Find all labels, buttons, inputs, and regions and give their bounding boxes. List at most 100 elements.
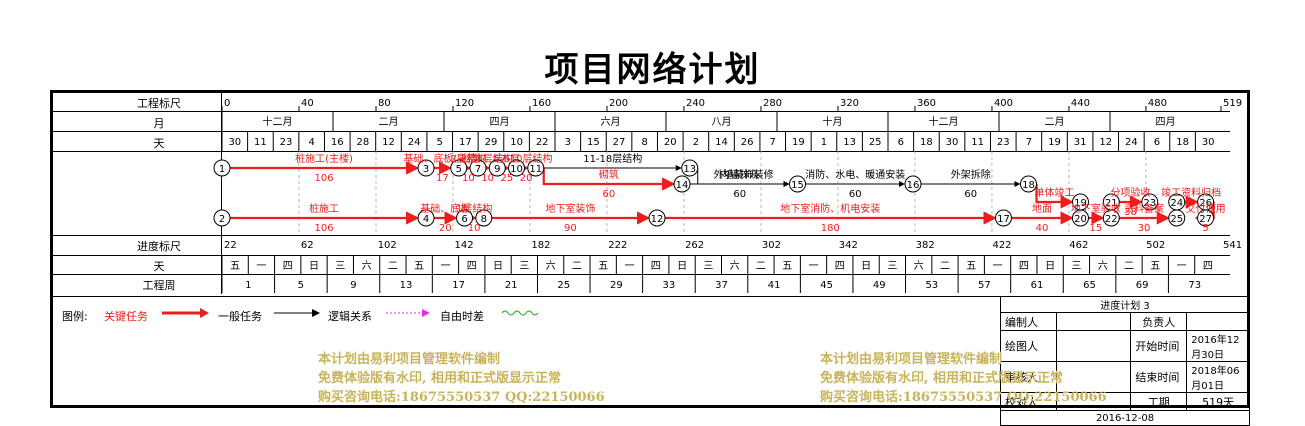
day-label: 3 <box>565 137 571 148</box>
day-label: 6 <box>898 137 904 148</box>
legend-general-arrow <box>274 309 320 317</box>
legend-logic-label: 逻辑关系 <box>328 310 372 323</box>
node-label: 24 <box>1170 198 1183 209</box>
task-duration: 25 <box>501 173 514 184</box>
month-label: 十月 <box>823 115 843 128</box>
node-circle <box>488 159 506 177</box>
day-label: 24 <box>1125 137 1138 148</box>
scale-tick-label: 280 <box>763 98 782 109</box>
weekday-label: 二 <box>756 261 766 272</box>
week-label: 37 <box>715 280 728 291</box>
day-label: 24 <box>408 137 421 148</box>
node-circle <box>213 209 231 227</box>
weekday-label: 五 <box>230 261 240 272</box>
day-label: 4 <box>308 137 314 148</box>
scale-row-label: 工程标尺 <box>137 97 181 110</box>
week-label: 61 <box>1031 280 1044 291</box>
node-circle <box>1071 209 1089 227</box>
week-label: 21 <box>505 280 518 291</box>
weekday-label: 四 <box>283 261 293 272</box>
watermark-line-2b: 免费体验版有水印, 相用和正式版显示正常 <box>820 371 1064 386</box>
day-label: 2 <box>693 137 699 148</box>
weekday-label: 日 <box>309 261 319 272</box>
legend-float-wave <box>501 310 539 316</box>
week-label: 45 <box>820 280 833 291</box>
day-label: 29 <box>485 137 498 148</box>
legend-divider <box>53 296 1001 297</box>
task-name: 7-10层结构 <box>500 152 553 165</box>
node-label: 27 <box>1199 214 1212 225</box>
node-label: 15 <box>791 180 804 191</box>
day-label: 30 <box>946 137 959 148</box>
node-label: 16 <box>907 180 920 191</box>
node-label: 23 <box>1143 198 1156 209</box>
node-label: 6 <box>461 214 467 225</box>
day-label: 18 <box>920 137 933 148</box>
node-label: 26 <box>1199 198 1212 209</box>
week-label: 25 <box>557 280 570 291</box>
task-name: 标准层结构 <box>463 152 513 165</box>
progress-tick-label: 102 <box>378 240 397 251</box>
weekday-label: 五 <box>782 261 792 272</box>
progress-tick-label: 22 <box>224 240 237 251</box>
weekday-label: 五 <box>414 261 424 272</box>
scale-tick-label: 320 <box>840 98 859 109</box>
node-label: 19 <box>1074 198 1087 209</box>
node-label: 17 <box>997 214 1010 225</box>
plan-date: 2016-12-08 <box>1000 410 1250 426</box>
task-name: 外墙装饰装修 <box>714 168 774 181</box>
weekday-label: 四 <box>467 261 477 272</box>
week-label: 49 <box>873 280 886 291</box>
month-label: 八月 <box>712 116 732 128</box>
day-label: 27 <box>613 137 626 148</box>
node-label: 20 <box>1074 214 1087 225</box>
task-duration: 60 <box>964 189 977 200</box>
progress-tick-label: 262 <box>685 240 704 251</box>
day-label: 30 <box>228 137 241 148</box>
node-label: 22 <box>1105 214 1118 225</box>
day-label: 7 <box>770 137 776 148</box>
node-circle <box>789 175 807 193</box>
day-label: 12 <box>1099 137 1112 148</box>
node-label: 10 <box>510 164 523 175</box>
node-label: 5 <box>456 164 462 175</box>
task-name: 基础、底板 <box>420 202 470 215</box>
duration-value: 519天 <box>1186 392 1250 411</box>
weekday-label: 二 <box>1124 261 1134 272</box>
weekday-label: 一 <box>1177 261 1187 272</box>
day-label: 28 <box>357 137 370 148</box>
progress-tick-label: 302 <box>762 240 781 251</box>
node-circle <box>1020 175 1038 193</box>
week-label: 73 <box>1188 280 1201 291</box>
day-label: 26 <box>741 137 754 148</box>
day-label: 19 <box>1048 137 1061 148</box>
month-label: 四月 <box>490 116 510 128</box>
node-circle <box>213 159 231 177</box>
node-label: 8 <box>481 214 487 225</box>
watermark-right: 本计划由易利项目管理软件编制 免费体验版有水印, 相用和正式版显示正常 购买咨询… <box>820 350 1107 407</box>
month-label: 六月 <box>601 116 621 128</box>
weekday-label: 五 <box>966 261 976 272</box>
weekday-label: 四 <box>651 261 661 272</box>
task-name: 5-6层 <box>494 153 520 165</box>
day-row-label: 天 <box>153 137 165 150</box>
task-duration: 10 <box>481 173 494 184</box>
node-circle <box>1141 193 1159 211</box>
node-circle <box>1197 209 1215 227</box>
progress-tick-label: 182 <box>531 240 550 251</box>
plan-name: 进度计划 3 <box>1000 296 1250 313</box>
node-label: 7 <box>475 164 481 175</box>
task-duration: 20 <box>520 173 533 184</box>
node-label: 21 <box>1105 198 1118 209</box>
weekday-label: 一 <box>993 261 1003 272</box>
day-label: 6 <box>1154 137 1160 148</box>
node-circle <box>527 159 545 177</box>
day-label: 22 <box>536 137 549 148</box>
week-label: 9 <box>350 280 356 291</box>
task-name: 消防、水电、暖通安装 <box>805 168 905 181</box>
node-label: 11 <box>529 164 542 175</box>
scale-tick-label: 360 <box>917 98 936 109</box>
scale-tick-label: 480 <box>1148 98 1167 109</box>
week-label: 41 <box>768 280 781 291</box>
weekday-label: 三 <box>703 261 713 272</box>
